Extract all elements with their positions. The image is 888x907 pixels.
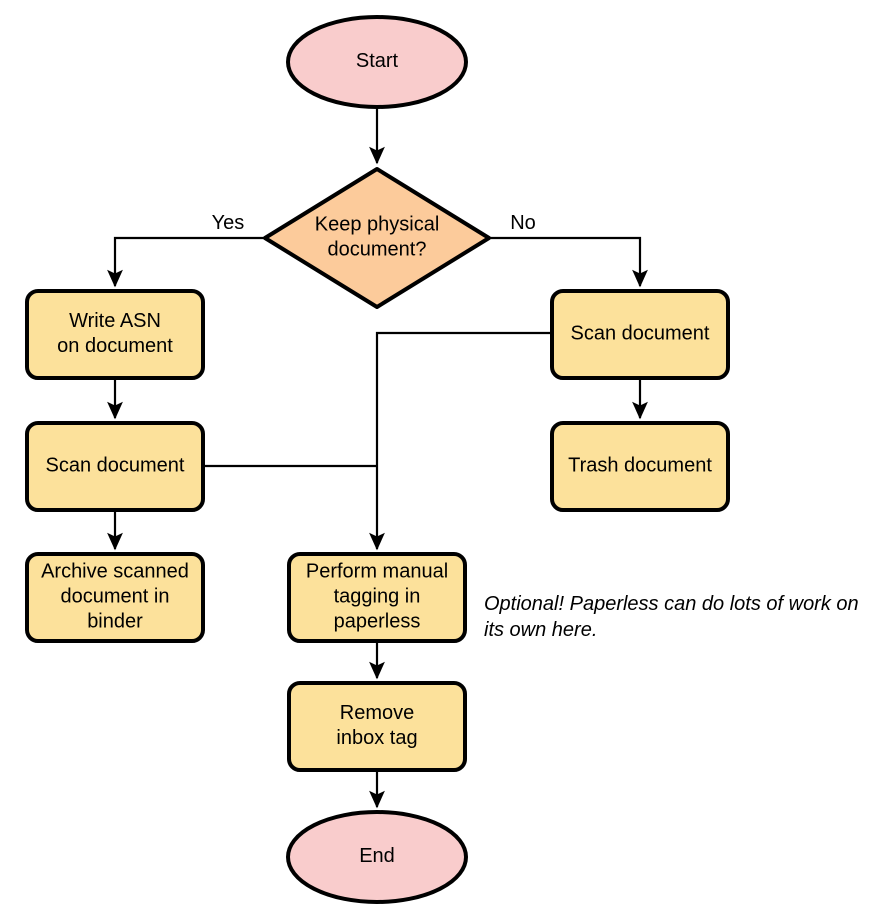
process-shape bbox=[550, 421, 730, 512]
node-label: End bbox=[359, 845, 395, 867]
node-label: Start bbox=[356, 50, 399, 72]
process-shape bbox=[550, 289, 730, 380]
annotations-layer: Optional! Paperless can do lots of work … bbox=[484, 593, 859, 641]
terminator-shape bbox=[286, 15, 468, 109]
node-scan-left[interactable]: Scan document bbox=[25, 421, 205, 512]
edges-layer bbox=[107, 107, 648, 809]
process-shape bbox=[287, 552, 467, 643]
node-scan-right[interactable]: Scan document bbox=[550, 289, 730, 380]
edge-label-no-label: No bbox=[510, 212, 536, 234]
edge-decision-yes-to-write-asn bbox=[107, 236, 265, 288]
node-end[interactable]: End bbox=[286, 810, 468, 904]
terminator-shape bbox=[286, 810, 468, 904]
process-shape bbox=[25, 421, 205, 512]
node-trash[interactable]: Trash document bbox=[550, 421, 730, 512]
annotation-optional-note: Optional! Paperless can do lots of work … bbox=[484, 593, 859, 641]
node-start[interactable]: Start bbox=[286, 15, 468, 109]
node-label: Scan document bbox=[571, 323, 710, 345]
edge-labels-layer: Yes No bbox=[212, 212, 536, 234]
decision-shape bbox=[263, 167, 491, 309]
process-shape bbox=[25, 289, 205, 380]
edge-label-yes-label: Yes bbox=[212, 212, 245, 234]
edge-scan-right-to-manual-tagging bbox=[369, 331, 552, 551]
node-label: Trash document bbox=[568, 455, 712, 477]
process-shape bbox=[25, 552, 205, 643]
node-label: Scan document bbox=[46, 455, 185, 477]
process-shape bbox=[287, 681, 467, 772]
edge-decision-no-to-scan-right bbox=[489, 236, 648, 288]
